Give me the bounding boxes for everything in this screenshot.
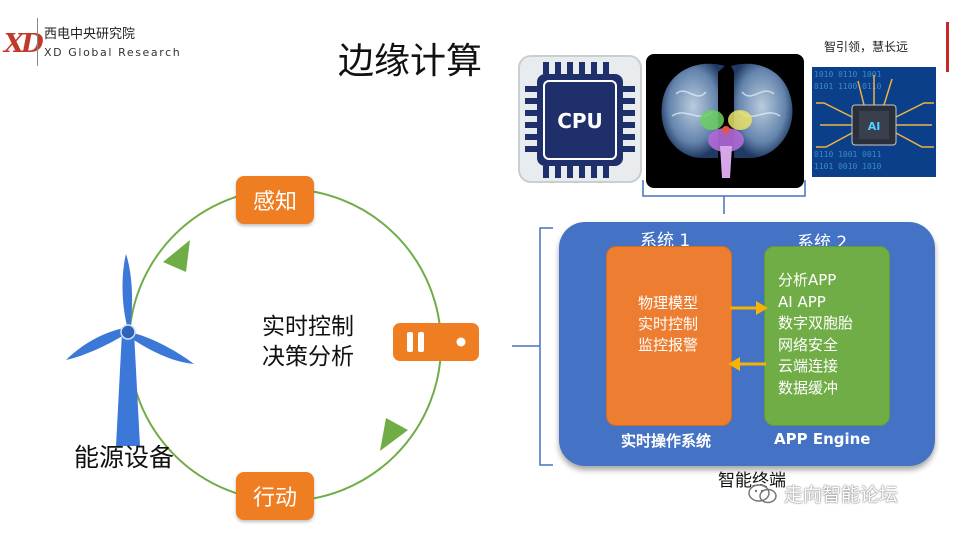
accent-bar — [946, 22, 949, 72]
cpu-label: CPU — [557, 109, 603, 133]
system1-caption: 实时操作系统 — [621, 432, 712, 450]
svg-text:0110 1001 0011: 0110 1001 0011 — [814, 150, 882, 159]
cycle-arrow-bottom-icon — [380, 418, 408, 451]
system2-caption: APP Engine — [774, 430, 871, 448]
org-name-en: XD Global Research — [44, 46, 182, 59]
list-item: 云端连接 — [778, 357, 839, 375]
control-decision-text: 实时控制 决策分析 — [262, 312, 354, 372]
ai-chip-image: 1010 0110 1001 0101 1100 0110 0110 1001 0… — [812, 67, 936, 177]
cpu-icon: CPU — [518, 55, 642, 183]
list-item: 物理模型 — [637, 294, 698, 312]
slogan: 智引领，慧长远 — [824, 40, 909, 54]
logo-divider — [37, 18, 38, 66]
smart-terminal-label: 智能终端 — [718, 471, 786, 491]
brain-icon — [661, 63, 793, 178]
list-item: 监控报警 — [637, 336, 698, 354]
sense-box: 感知 — [236, 176, 314, 224]
energy-device-label: 能源设备 — [74, 443, 175, 472]
svg-text:0101 1100 0110: 0101 1100 0110 — [814, 82, 882, 91]
slide-title: 边缘计算 — [338, 41, 483, 82]
center-line-2: 决策分析 — [262, 344, 354, 370]
arrow-right-icon — [756, 301, 768, 315]
brain-image — [646, 54, 804, 188]
act-box: 行动 — [236, 472, 314, 520]
system2-box — [764, 246, 890, 426]
ai-chip-label: AI — [868, 120, 881, 133]
list-item: AI APP — [778, 292, 826, 311]
list-item: 实时控制 — [637, 315, 698, 333]
svg-text:1101 0010 1010: 1101 0010 1010 — [814, 162, 882, 171]
arrow-left-icon — [728, 357, 740, 371]
center-line-1: 实时控制 — [262, 314, 354, 340]
list-item: 分析APP — [778, 271, 837, 289]
exchange-arrows — [728, 301, 768, 371]
list-item: 数字双胞胎 — [778, 314, 854, 332]
ai-chip-icon: 1010 0110 1001 0101 1100 0110 0110 1001 0… — [812, 67, 936, 177]
org-name-cn: 西电中央研究院 — [44, 27, 136, 42]
svg-text:1010 0110 1001: 1010 0110 1001 — [814, 70, 882, 79]
system1-box — [606, 246, 732, 426]
cycle-arrow-top-icon — [163, 240, 190, 272]
watermark-text: 走向智能论坛 — [784, 484, 899, 506]
list-item: 数据缓冲 — [778, 378, 839, 397]
wechat-icon — [748, 484, 777, 504]
server-icon — [393, 323, 479, 361]
system2-items: 分析APP AI APP 数字双胞胎 网络安全 云端连接 数据缓冲 — [778, 270, 853, 399]
cpu-image: CPU — [505, 44, 653, 194]
list-item: 网络安全 — [778, 335, 839, 354]
system1-items: 物理模型 实时控制 监控报警 — [606, 293, 730, 356]
wind-turbine-icon — [66, 254, 194, 446]
